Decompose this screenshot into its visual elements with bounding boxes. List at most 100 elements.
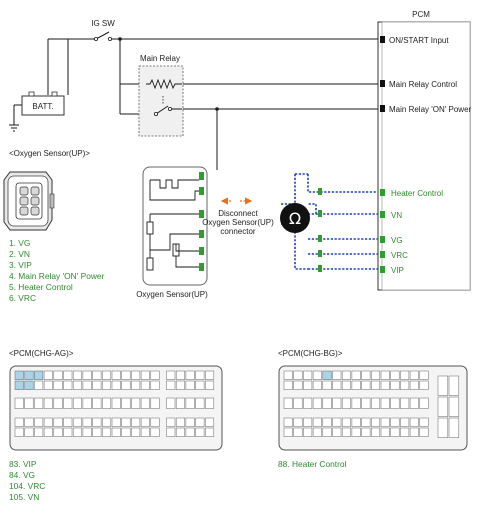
connector-pin-cell bbox=[121, 417, 131, 427]
connector-pin-cell bbox=[111, 370, 121, 380]
connector-pin-cell bbox=[111, 417, 121, 427]
connector-pin-cell bbox=[63, 417, 73, 427]
connector-pin-cell bbox=[14, 380, 24, 390]
ohmmeter bbox=[280, 203, 310, 233]
connector-pin-cell bbox=[332, 417, 342, 427]
connector-pin-cell bbox=[43, 397, 53, 409]
connector-pin-cell bbox=[303, 370, 313, 380]
connector-pin-cell bbox=[121, 370, 131, 380]
connector-pin-cell bbox=[166, 370, 176, 380]
connector-pin-cell bbox=[390, 427, 400, 437]
connector-pin-cell bbox=[341, 397, 351, 409]
connector-pin-cell bbox=[34, 397, 44, 409]
connector-pin-cell bbox=[185, 427, 195, 437]
connector-pin-cell bbox=[205, 370, 215, 380]
pin-description: 88. Heater Control bbox=[278, 459, 347, 469]
connector-pin-cell bbox=[140, 427, 150, 437]
connector-pin-cell bbox=[419, 397, 429, 409]
connector-pin-cell bbox=[53, 417, 63, 427]
connector-pin-cell bbox=[166, 427, 176, 437]
connector-pin-cell bbox=[63, 380, 73, 390]
connector-pin-cell bbox=[111, 427, 121, 437]
connector-pin-cell bbox=[390, 370, 400, 380]
connector-pin-cell bbox=[14, 370, 24, 380]
relay-switch bbox=[155, 105, 169, 115]
ig-switch-contact bbox=[94, 37, 99, 42]
pcm-terminal-on-start bbox=[380, 36, 385, 43]
connector-pin-cell bbox=[102, 380, 112, 390]
relay-contact bbox=[153, 112, 158, 117]
connector-pin-cell bbox=[185, 370, 195, 380]
connector-pin-cell bbox=[131, 380, 141, 390]
battery-terminal bbox=[28, 91, 35, 97]
connector-pin-cell bbox=[195, 370, 205, 380]
connector-pin-cell bbox=[92, 417, 102, 427]
pcm-ag-heading: <PCM(CHG-AG)> bbox=[9, 349, 74, 358]
connector-pin-cell bbox=[293, 397, 303, 409]
pcm-bg-pin-list: 88. Heater Control bbox=[278, 459, 346, 470]
pin-description: 84. VG bbox=[9, 470, 36, 480]
relay-contact bbox=[167, 107, 172, 112]
connector-pin-cell bbox=[175, 417, 185, 427]
connector-pin-cell bbox=[332, 370, 342, 380]
sensor-terminals bbox=[199, 172, 204, 271]
connector-pin-cell bbox=[312, 427, 322, 437]
connector-pin-cell bbox=[82, 417, 92, 427]
connector-pin-cell bbox=[53, 380, 63, 390]
connector-pin-cell bbox=[92, 380, 102, 390]
junction-dot bbox=[215, 107, 219, 111]
connector-pin-cell bbox=[380, 370, 390, 380]
pcm-terminal-main-relay-on-power bbox=[380, 105, 385, 112]
main-relay-label: Main Relay bbox=[140, 54, 180, 63]
connector-pin-cell bbox=[82, 380, 92, 390]
connector-pin-cell bbox=[72, 380, 82, 390]
connector-pin-cell bbox=[409, 427, 419, 437]
connector-pin-cell bbox=[283, 370, 293, 380]
connector-pin-cell bbox=[322, 380, 332, 390]
pcm-bg-pin-grid bbox=[283, 370, 460, 438]
power-wires bbox=[47, 31, 378, 170]
relay-coil bbox=[146, 78, 182, 90]
connector-pin-cell bbox=[24, 417, 34, 427]
connector-pin-cell bbox=[409, 397, 419, 409]
connector-pin-cell bbox=[312, 370, 322, 380]
connector-pin-cell bbox=[448, 396, 460, 417]
connector-pin-cell bbox=[111, 397, 121, 409]
connector-pin-cell bbox=[409, 380, 419, 390]
connector-pin-cell bbox=[150, 397, 160, 409]
connector-pin-cell bbox=[34, 380, 44, 390]
connector-pin-cell bbox=[166, 380, 176, 390]
oxygen-sensor-caption: Oxygen Sensor(UP) bbox=[136, 290, 208, 299]
connector-pin-cell bbox=[341, 380, 351, 390]
connector-pin-cell bbox=[185, 380, 195, 390]
connector-pin-cell bbox=[43, 380, 53, 390]
connector-pin-cell bbox=[185, 417, 195, 427]
pin-description: 1. VG bbox=[9, 238, 31, 248]
connector-pin-cell bbox=[140, 397, 150, 409]
ig-switch-contact bbox=[108, 37, 113, 42]
pin-description: 6. VRC bbox=[9, 293, 36, 303]
connector-pin-cell bbox=[121, 380, 131, 390]
connector-pin-cell bbox=[24, 427, 34, 437]
connector-pin-cell bbox=[371, 397, 381, 409]
connector-pin-cell bbox=[102, 417, 112, 427]
connector-pin-cell bbox=[419, 427, 429, 437]
pin-description: 4. Main Relay 'ON' Power bbox=[9, 271, 105, 281]
connector-pin-cell bbox=[166, 417, 176, 427]
sensor-connector-heading: <Oxygen Sensor(UP)> bbox=[9, 149, 90, 158]
connector-pin-cell bbox=[283, 427, 293, 437]
pcm-label-main-relay-control: Main Relay Control bbox=[389, 80, 457, 89]
connector-pin-cell bbox=[63, 397, 73, 409]
pcm-label-vrc: VRC bbox=[391, 251, 408, 260]
pin-description: 3. VIP bbox=[9, 260, 32, 270]
connector-pin-cell bbox=[121, 427, 131, 437]
connector-pin-cell bbox=[448, 375, 460, 396]
pcm-ag-pin-grid bbox=[14, 370, 215, 437]
connector-pin-cell bbox=[332, 427, 342, 437]
pcm-label-main-relay-on-power: Main Relay 'ON' Power bbox=[389, 105, 472, 114]
connector-pin-cell bbox=[419, 380, 429, 390]
connector-pin-cell bbox=[409, 417, 419, 427]
connector-pin-cell bbox=[371, 417, 381, 427]
connector-pin-cell bbox=[351, 370, 361, 380]
